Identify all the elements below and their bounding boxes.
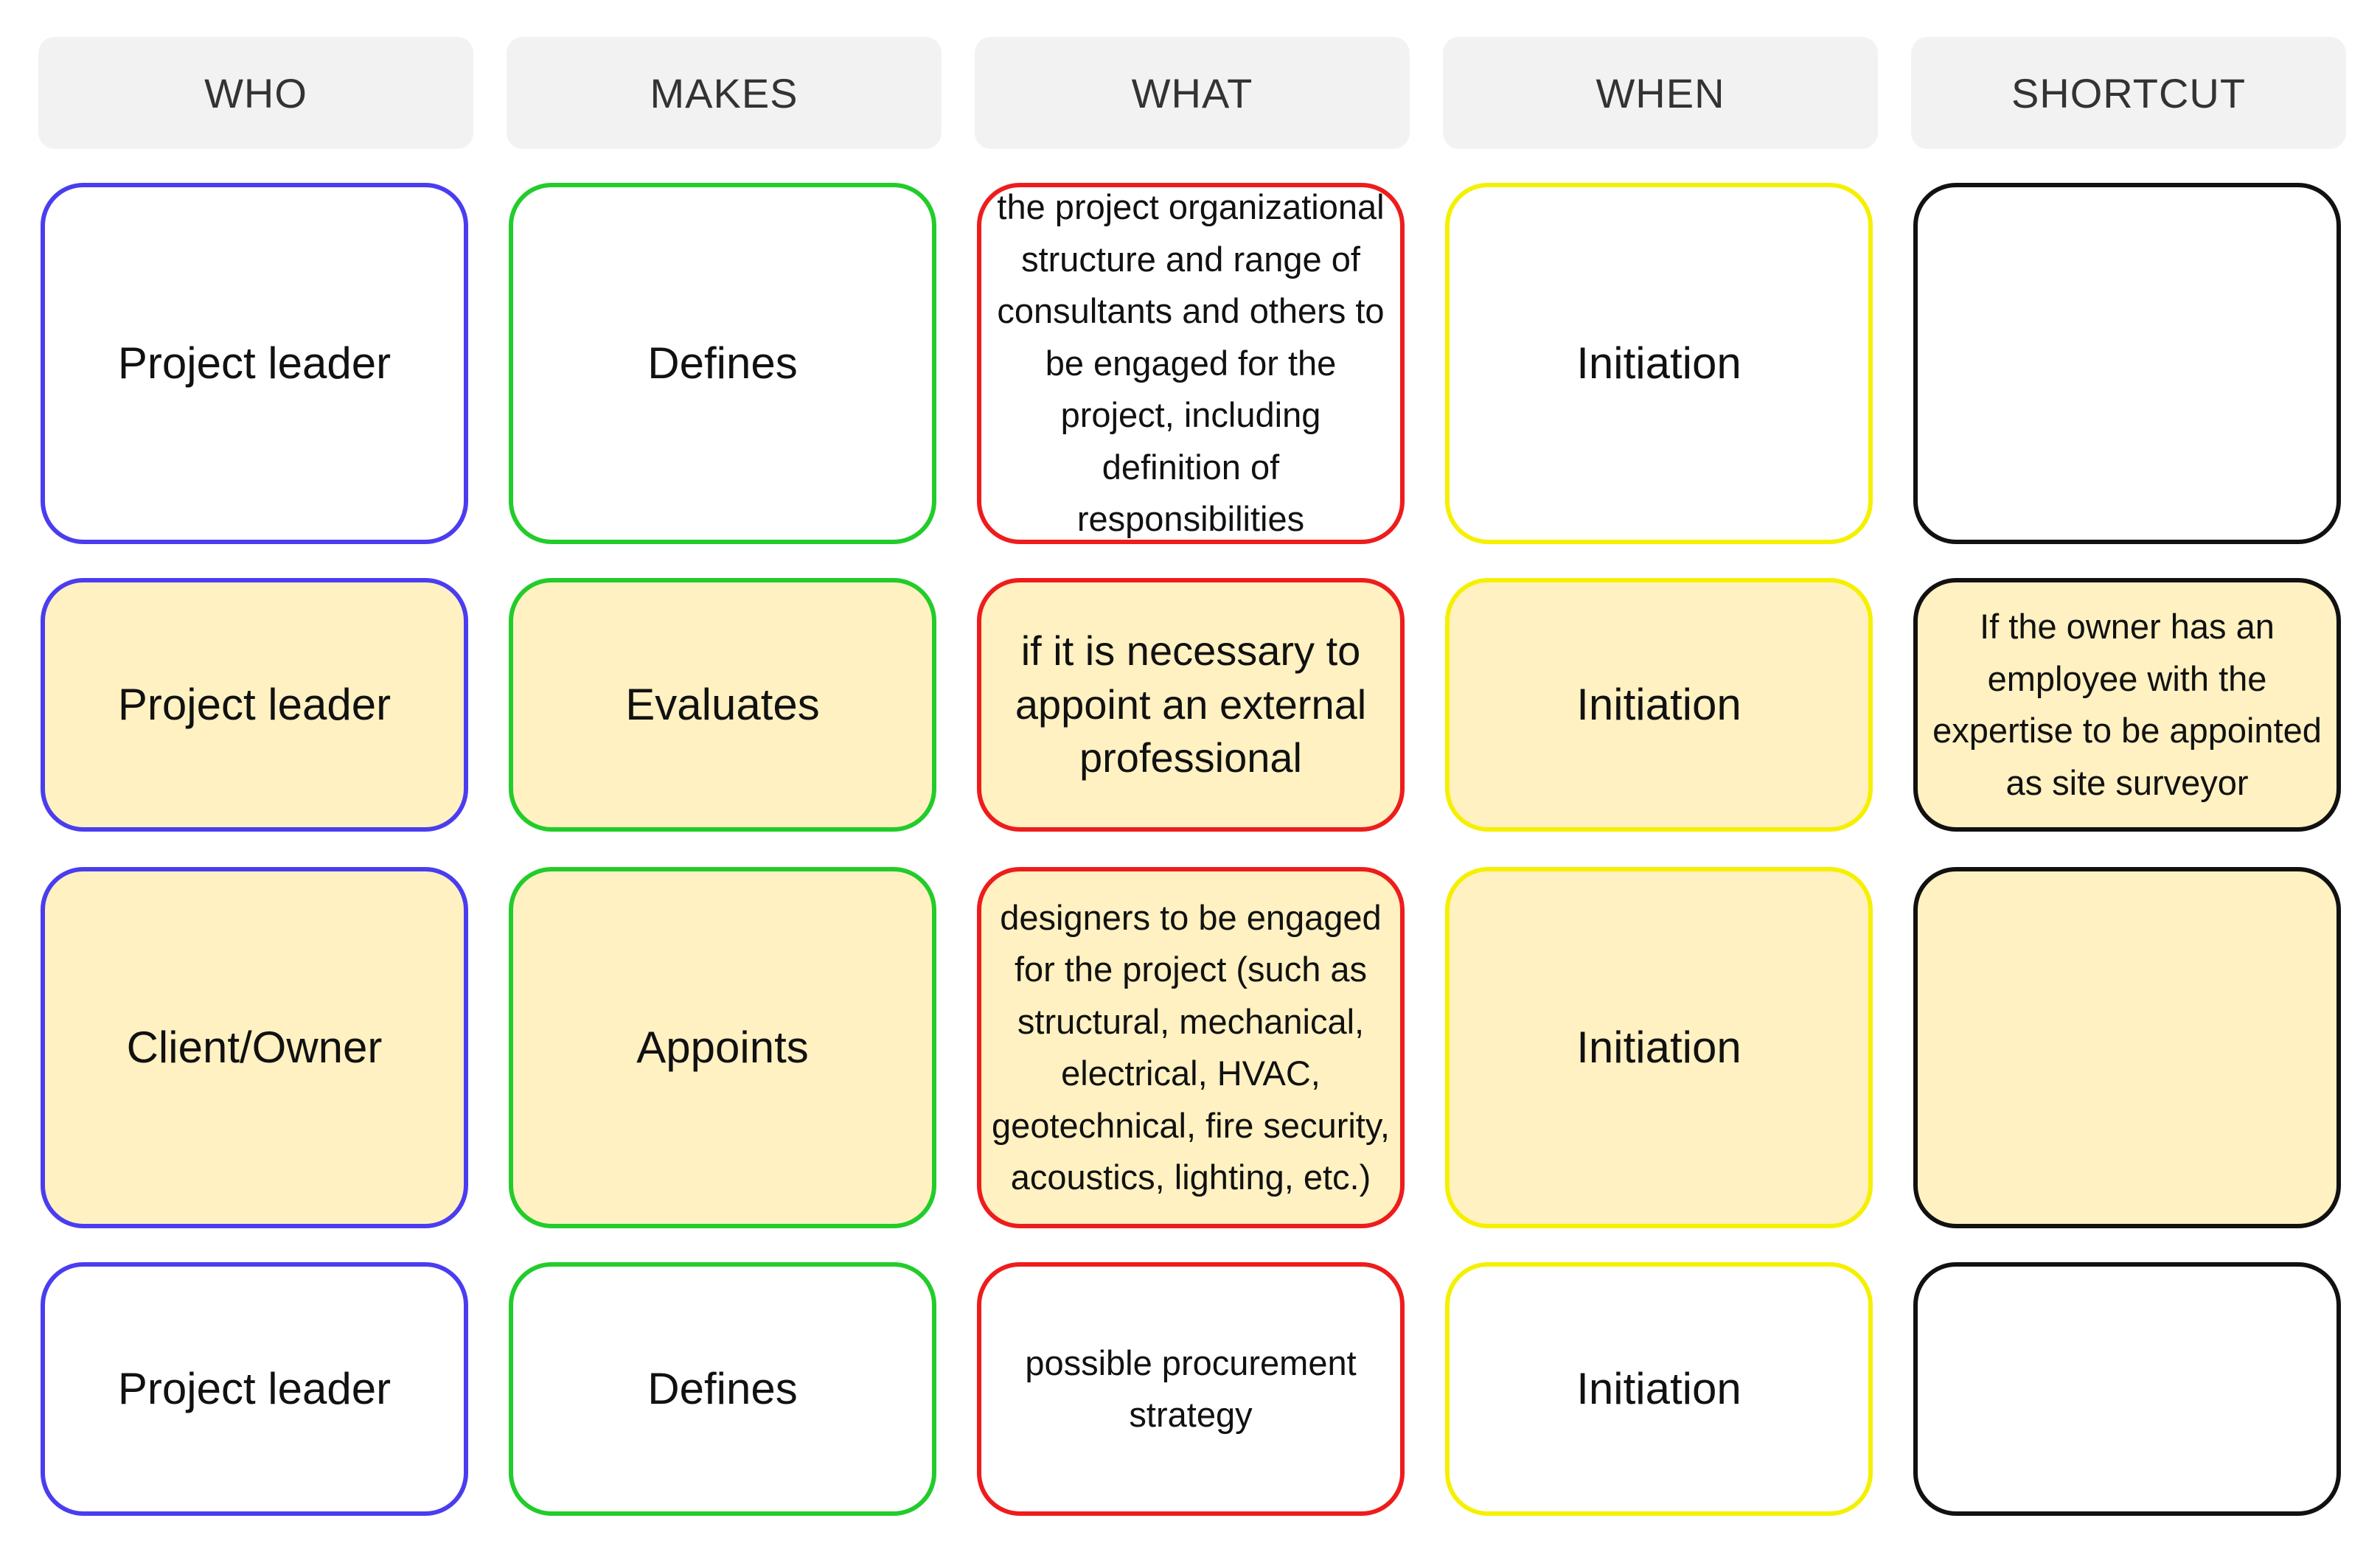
row-3-when-card: Initiation: [1445, 867, 1873, 1228]
row-1-when-card: Initiation: [1445, 183, 1873, 544]
header-shortcut: SHORTCUT: [1911, 37, 2346, 149]
row-4-when-card: Initiation: [1445, 1262, 1873, 1516]
row-3-what-card: designers to be engaged for the project …: [977, 867, 1405, 1228]
row-3-makes-card: Appoints: [509, 867, 936, 1228]
row-1-makes-card: Defines: [509, 183, 936, 544]
row-1-who-card: Project leader: [41, 183, 468, 544]
row-2-makes-card: Evaluates: [509, 578, 936, 832]
header-who: WHO: [38, 37, 473, 149]
row-1-what-card: the project organizational structure and…: [977, 183, 1405, 544]
row-2-shortcut-card: If the owner has an employee with the ex…: [1913, 578, 2341, 832]
row-3-who-card: Client/Owner: [41, 867, 468, 1228]
row-2-who-card: Project leader: [41, 578, 468, 832]
header-makes: MAKES: [507, 37, 942, 149]
header-what: WHAT: [975, 37, 1410, 149]
header-when: WHEN: [1443, 37, 1878, 149]
row-1-shortcut-card: [1913, 183, 2341, 544]
row-4-makes-card: Defines: [509, 1262, 936, 1516]
row-4-what-card: possible procurement strategy: [977, 1262, 1405, 1516]
row-4-who-card: Project leader: [41, 1262, 468, 1516]
row-3-shortcut-card: [1913, 867, 2341, 1228]
row-2-when-card: Initiation: [1445, 578, 1873, 832]
row-4-shortcut-card: [1913, 1262, 2341, 1516]
row-2-what-card: if it is necessary to appoint an externa…: [977, 578, 1405, 832]
